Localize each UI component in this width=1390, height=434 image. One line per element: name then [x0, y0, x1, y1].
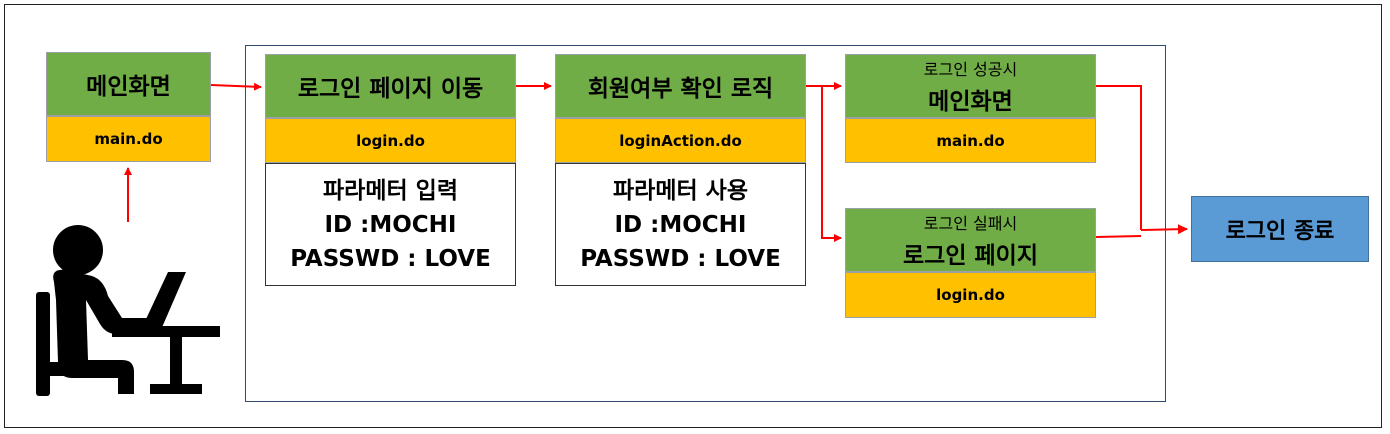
- login-params-box: 파라메터 입력 ID :MOCHI PASSWD : LOVE: [265, 163, 516, 286]
- success-title: 메인화면: [928, 89, 1013, 115]
- main-url-label: main.do: [94, 130, 163, 148]
- diagram-frame: [4, 4, 1382, 428]
- member-check-url: loginAction.do: [555, 118, 806, 163]
- failure-box: 로그인 실패시 로그인 페이지: [845, 208, 1096, 272]
- arrow-check-to-failure: [821, 86, 842, 242]
- failure-url-label: login.do: [936, 286, 1005, 304]
- member-check-box: 회원여부 확인 로직: [555, 54, 806, 118]
- login-page-box: 로그인 페이지 이동: [265, 54, 516, 118]
- failure-url: login.do: [845, 272, 1096, 318]
- member-param-line: PASSWD : LOVE: [580, 245, 781, 272]
- arrow-main-to-login: [210, 82, 262, 91]
- arrow-success-to-end: [1096, 85, 1142, 230]
- main-url: main.do: [46, 116, 211, 162]
- main-title: 메인화면: [86, 74, 171, 100]
- success-url-label: main.do: [936, 131, 1005, 150]
- person-at-computer-icon: [36, 225, 220, 396]
- success-box: 로그인 성공시 메인화면: [845, 54, 1096, 118]
- login-param-line: ID :MOCHI: [324, 211, 457, 238]
- member-param-line: ID :MOCHI: [614, 211, 747, 238]
- failure-caption: 로그인 실패시: [923, 214, 1018, 233]
- success-caption: 로그인 성공시: [923, 60, 1018, 79]
- login-page-url: login.do: [265, 118, 516, 163]
- member-params-box: 파라메터 사용 ID :MOCHI PASSWD : LOVE: [555, 163, 806, 286]
- process-group: [245, 45, 1166, 402]
- failure-title: 로그인 페이지: [903, 243, 1038, 269]
- member-check-title: 회원여부 확인 로직: [587, 76, 774, 102]
- main-box: 메인화면: [46, 52, 211, 116]
- end-box: 로그인 종료: [1191, 196, 1369, 262]
- end-title: 로그인 종료: [1225, 219, 1335, 244]
- member-param-line: 파라메터 사용: [613, 177, 748, 204]
- login-page-url-label: login.do: [356, 131, 425, 150]
- login-param-line: 파라메터 입력: [323, 177, 458, 204]
- member-check-url-label: loginAction.do: [619, 131, 742, 150]
- success-url: main.do: [845, 118, 1096, 163]
- login-param-line: PASSWD : LOVE: [290, 245, 491, 272]
- arrow-failure-to-end: [1095, 235, 1142, 238]
- login-page-title: 로그인 페이지 이동: [297, 76, 484, 102]
- arrow-to-end: [1140, 224, 1188, 235]
